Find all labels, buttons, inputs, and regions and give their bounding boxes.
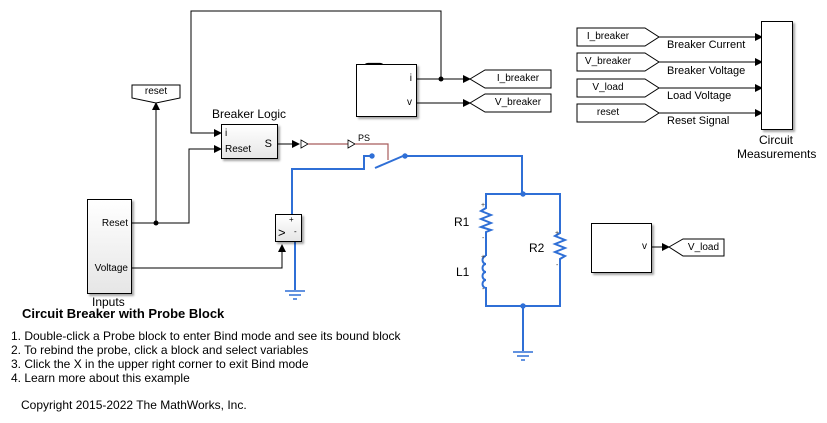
signal-label: Reset Signal xyxy=(667,115,730,127)
physical-line-switch-to-load[interactable] xyxy=(405,155,523,192)
port-label-s: S xyxy=(264,138,272,150)
ps-converter-in-icon xyxy=(300,139,309,149)
signal-label: Breaker Current xyxy=(667,39,746,51)
instruction-step-learn-more-link[interactable]: 4. Learn more about this example xyxy=(11,371,190,385)
physical-line-sensor-to-switch[interactable] xyxy=(291,155,372,218)
resistor-r2-icon[interactable] xyxy=(552,230,568,264)
scope-block[interactable] xyxy=(761,21,793,130)
l1-plus-mark: + xyxy=(481,254,485,261)
port-label-reset: Reset xyxy=(225,144,252,155)
probe-load-block[interactable]: v xyxy=(591,223,652,273)
port-label-i: i xyxy=(409,73,412,84)
goto-i-breaker-shape[interactable] xyxy=(469,69,552,89)
r2-plus-mark: + xyxy=(555,230,559,237)
signal-line-reset[interactable] xyxy=(130,145,222,224)
port-label-i: i xyxy=(225,128,228,139)
goto-v-breaker-shape[interactable] xyxy=(469,93,552,113)
from-v-breaker-shape[interactable] xyxy=(576,52,660,72)
signal-line-i-feedback[interactable] xyxy=(190,10,442,137)
l1-label: L1 xyxy=(456,265,470,279)
model-title: Circuit Breaker with Probe Block xyxy=(22,306,225,321)
goto-v-load-shape[interactable] xyxy=(668,238,725,257)
junction-top xyxy=(520,191,526,197)
from-i-breaker-shape[interactable] xyxy=(576,27,660,47)
instruction-step[interactable]: 2. To rebind the probe, click a block an… xyxy=(11,343,309,357)
switch-blade[interactable] xyxy=(374,155,404,169)
from-tag: reset xyxy=(596,107,620,118)
goto-i-breaker-tag: I_breaker xyxy=(496,73,540,84)
signal-line-voltage[interactable] xyxy=(130,244,286,269)
junction-bottom xyxy=(520,303,526,309)
from-reset-shape[interactable] xyxy=(576,103,660,123)
sensor-plus-mark: + xyxy=(289,215,294,224)
signal-label: Load Voltage xyxy=(667,90,732,102)
r1-label: R1 xyxy=(454,215,470,229)
from-tag: V_load xyxy=(592,82,624,93)
physical-line-load-top[interactable] xyxy=(485,193,561,230)
from-v-load-shape[interactable] xyxy=(576,78,660,98)
port-label-v: v xyxy=(642,241,647,252)
sensor-symbol: > xyxy=(278,225,286,240)
scope-label-line1: Circuit xyxy=(759,133,794,147)
switch-contact-right xyxy=(402,153,408,159)
port-label-reset: Reset xyxy=(101,218,128,229)
goto-reset-tag: reset xyxy=(144,86,168,97)
breaker-logic-label: Breaker Logic xyxy=(212,107,287,121)
physical-line-r2[interactable] xyxy=(485,264,561,307)
instruction-step[interactable]: 3. Click the X in the upper right corner… xyxy=(11,357,309,371)
signal-label: Breaker Voltage xyxy=(667,65,746,77)
port-label-voltage: Voltage xyxy=(94,263,128,274)
instructions-list: 1. Double-click a Probe block to enter B… xyxy=(11,329,401,385)
r1-minus-mark: - xyxy=(482,235,485,242)
instruction-step[interactable]: 1. Double-click a Probe block to enter B… xyxy=(11,329,401,343)
from-tag: I_breaker xyxy=(586,31,630,42)
r1-plus-mark: + xyxy=(481,202,485,209)
probe-breaker-block[interactable]: i v xyxy=(356,64,417,117)
inputs-block[interactable]: Reset Voltage xyxy=(87,199,132,294)
voltage-sensor-block[interactable]: + > - xyxy=(275,214,302,242)
resistor-r1-icon[interactable] xyxy=(477,206,495,234)
r2-label: R2 xyxy=(529,241,545,255)
goto-v-breaker-tag: V_breaker xyxy=(494,97,542,108)
branch-point xyxy=(153,220,159,226)
ps-converter-out-icon xyxy=(347,139,356,149)
from-tag: V_breaker xyxy=(584,56,632,67)
ground-icon[interactable] xyxy=(285,290,305,300)
scope-label-line2: Measurements xyxy=(737,147,817,161)
goto-reset-shape[interactable] xyxy=(131,84,181,104)
inputs-label: Inputs xyxy=(92,295,125,309)
goto-v-load-tag: V_load xyxy=(687,242,720,253)
switch-contact-left xyxy=(369,153,375,159)
ground-icon[interactable] xyxy=(513,351,533,361)
port-label-v: v xyxy=(407,97,412,108)
r2-minus-mark: - xyxy=(556,262,559,269)
ps-control-line[interactable] xyxy=(355,143,389,160)
ps-label: PS xyxy=(358,133,371,143)
l1-minus-mark: - xyxy=(482,286,485,293)
sensor-minus-mark: - xyxy=(294,227,297,236)
breaker-logic-block[interactable]: i Reset S xyxy=(221,124,278,159)
inductor-l1-icon[interactable] xyxy=(481,255,487,290)
copyright: Copyright 2015-2022 The MathWorks, Inc. xyxy=(21,398,247,412)
